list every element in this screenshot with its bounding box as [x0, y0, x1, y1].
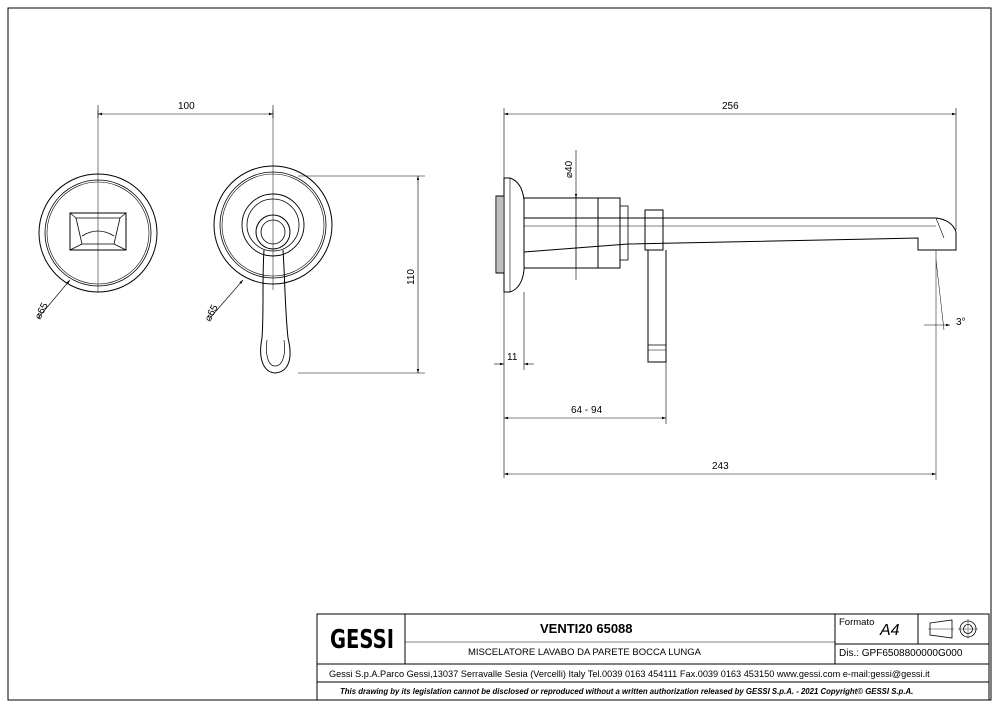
dim-front-width: 100 — [178, 101, 195, 112]
projection-symbol-icon — [928, 619, 978, 639]
sheet-border — [7, 7, 992, 701]
dim-diameter-right: ⌀65 — [203, 303, 221, 324]
side-view-mixer — [495, 177, 957, 480]
dim-diameter-left: ⌀65 — [33, 301, 51, 322]
front-view-spout-rosette — [37, 110, 158, 319]
dim-diameter-40: ⌀40 — [564, 160, 575, 178]
dim-wall: 11 — [507, 352, 518, 363]
dim-line-wall — [494, 292, 534, 370]
dim-angle: 3° — [956, 317, 966, 328]
format-label: Formato — [839, 617, 875, 628]
dim-line-front-height — [298, 175, 425, 374]
dim-line-front-width — [97, 105, 274, 118]
dim-front-height: 110 — [406, 269, 417, 285]
dim-line-depth-range — [503, 362, 667, 478]
copyright-disclaimer: This drawing by its legislation cannot b… — [340, 687, 914, 696]
dim-side-total: 256 — [722, 101, 739, 112]
dim-line-side-total — [503, 108, 957, 230]
gessi-logo-text: GESSI — [330, 625, 394, 655]
gessi-logo: GESSI — [325, 619, 400, 655]
drawing-number: Dis.: GPF6508800000G000 — [839, 648, 963, 659]
dim-spout-length: 243 — [712, 461, 729, 472]
company-address: Gessi S.p.A.Parco Gessi,13037 Serravalle… — [329, 669, 930, 679]
gessi-logo-mark: GESSI — [330, 625, 394, 655]
front-view-mixer-lever — [209, 110, 333, 374]
product-description: MISCELATORE LAVABO DA PARETE BOCCA LUNGA — [468, 647, 701, 658]
title-block — [316, 613, 990, 701]
dim-depth-range: 64 - 94 — [571, 405, 603, 416]
product-title: VENTI20 65088 — [540, 621, 633, 636]
format-value: A4 — [880, 622, 900, 639]
